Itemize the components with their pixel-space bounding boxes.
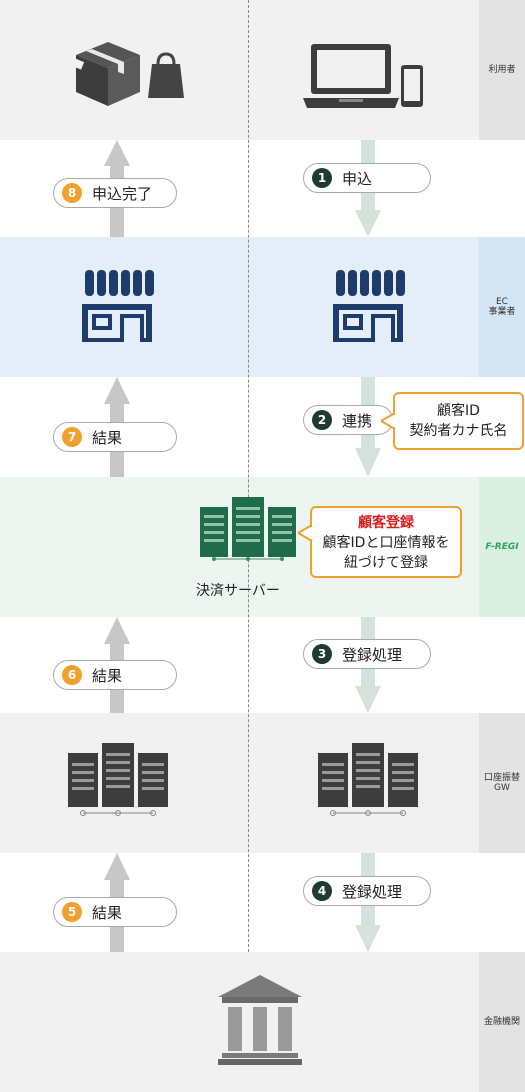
gw-server-icon-left xyxy=(68,743,168,816)
lane-ec-label: EC 事業者 xyxy=(488,297,516,317)
step-7-label: 結果 xyxy=(92,428,123,447)
step-7-number: 7 xyxy=(62,427,82,447)
step-4-number: 4 xyxy=(312,881,332,901)
lane-user-label: 利用者 xyxy=(488,65,516,75)
step-3-pill: 3 登録処理 xyxy=(303,639,431,669)
step-8-pill: 8 申込完了 xyxy=(53,178,177,208)
package-icon xyxy=(71,42,140,106)
step-5-number: 5 xyxy=(62,902,82,922)
step-5-pill: 5 結果 xyxy=(53,897,177,927)
step-5-label: 結果 xyxy=(92,903,123,922)
step-6-label: 結果 xyxy=(92,666,123,685)
lane-gw: 口座振替 GW xyxy=(479,713,525,853)
step-8-label: 申込完了 xyxy=(92,184,153,203)
step-3-label: 登録処理 xyxy=(342,645,403,664)
lane-ec: EC 事業者 xyxy=(479,237,525,377)
step-3-number: 3 xyxy=(312,644,332,664)
bank-icon xyxy=(218,975,302,1065)
fregi-callout-pointer xyxy=(298,524,312,542)
ec-callout: 顧客ID 契約者カナ氏名 xyxy=(393,392,524,450)
shop-icon-right xyxy=(333,270,405,342)
step-6-pill: 6 結果 xyxy=(53,660,177,690)
ec-callout-line2: 契約者カナ氏名 xyxy=(409,423,508,439)
laptop-icon xyxy=(303,44,399,108)
center-divider xyxy=(248,0,249,952)
step-2-number: 2 xyxy=(312,410,332,430)
smartphone-icon xyxy=(401,65,423,107)
step-2-label: 連携 xyxy=(342,411,373,430)
step-6-number: 6 xyxy=(62,665,82,685)
step-4-pill: 4 登録処理 xyxy=(303,876,431,906)
gw-server-icon-right xyxy=(318,743,418,816)
fregi-callout-line1: 顧客IDと口座情報を xyxy=(322,535,450,551)
step-1-label: 申込 xyxy=(342,169,373,188)
step-4-label: 登録処理 xyxy=(342,882,403,901)
step-1-number: 1 xyxy=(312,168,332,188)
ec-callout-pointer xyxy=(381,412,395,430)
lane-fregi: F-REGI xyxy=(479,477,525,617)
step-8-number: 8 xyxy=(62,183,82,203)
fregi-callout-line2: 紐づけて登録 xyxy=(344,555,428,571)
shopping-bag-icon xyxy=(148,52,184,98)
lane-bank: 金融機関 xyxy=(479,952,525,1092)
step-7-pill: 7 結果 xyxy=(53,422,177,452)
lane-gw-label: 口座振替 GW xyxy=(483,773,520,793)
fregi-callout: 顧客登録 顧客IDと口座情報を 紐づけて登録 xyxy=(310,506,462,578)
step-2-pill: 2 連携 xyxy=(303,405,393,435)
step-1-pill: 1 申込 xyxy=(303,163,431,193)
fregi-logo: F-REGI xyxy=(485,542,519,552)
shop-icon-left xyxy=(82,270,154,342)
server-label: 決済サーバー xyxy=(196,583,280,599)
lane-user: 利用者 xyxy=(479,0,525,140)
ec-callout-line1: 顧客ID xyxy=(437,403,480,419)
lane-bank-label: 金融機関 xyxy=(483,1017,520,1027)
payment-server-icon xyxy=(200,497,296,561)
fregi-callout-title: 顧客登録 xyxy=(358,515,414,531)
